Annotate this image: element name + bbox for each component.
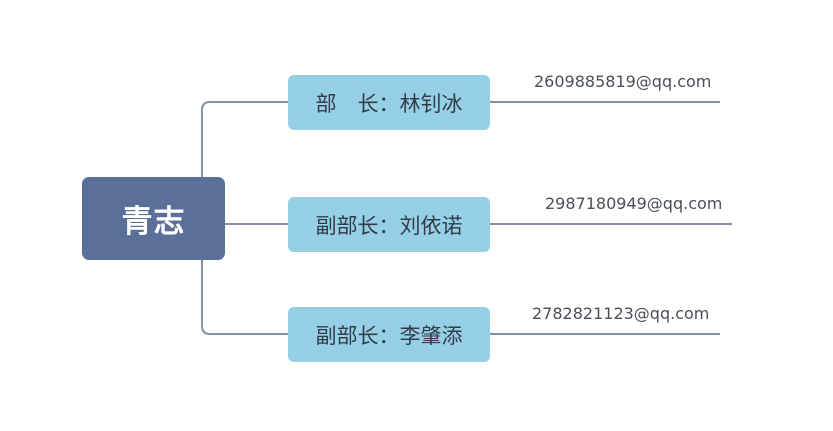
- branch-node-deputy-2[interactable]: 副部长：李肇添: [288, 307, 490, 362]
- root-node[interactable]: 青志: [82, 177, 225, 260]
- email-head: 2609885819@qq.com: [534, 72, 712, 91]
- connector-branch-1: [201, 101, 288, 177]
- branch-label-deputy-1: 副部长：刘依诺: [315, 213, 463, 238]
- connector-branch-3: [201, 260, 288, 335]
- branch-node-head[interactable]: 部 长：林钊冰: [288, 75, 490, 130]
- branch-label-head: 部 长：林钊冰: [315, 91, 463, 116]
- email-deputy-2: 2782821123@qq.com: [532, 304, 710, 323]
- branch-label-deputy-2: 副部长：李肇添: [315, 323, 463, 348]
- root-label: 青志: [121, 204, 186, 240]
- branch-node-deputy-1[interactable]: 副部长：刘依诺: [288, 197, 490, 252]
- email-deputy-1: 2987180949@qq.com: [545, 194, 723, 213]
